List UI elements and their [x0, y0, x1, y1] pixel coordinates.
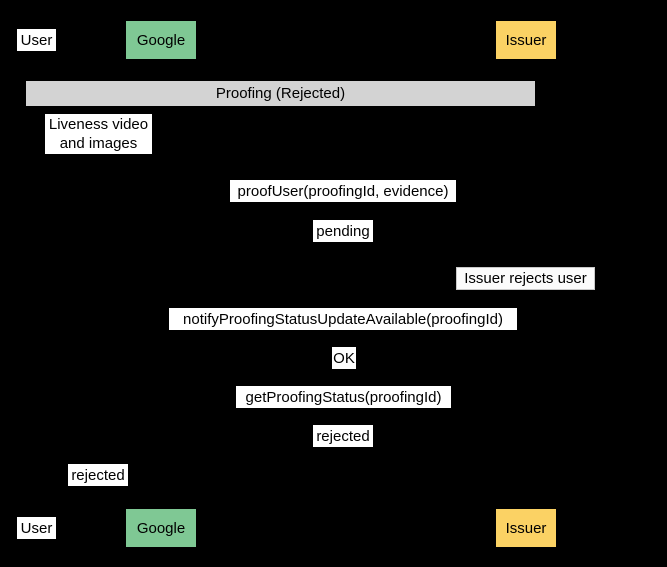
message-label-ok: OK: [332, 347, 356, 369]
participant-label: Google: [136, 519, 186, 537]
participant-footer-user[interactable]: User: [17, 517, 56, 539]
message-label-text: proofUser(proofingId, evidence): [237, 182, 449, 200]
participant-footer-issuer[interactable]: Issuer: [496, 509, 556, 547]
participant-label: User: [20, 519, 53, 537]
message-label-rejected-issuer-to-google: rejected: [313, 425, 373, 447]
message-label-text: getProofingStatus(proofingId): [245, 388, 442, 406]
group-bar-label: Proofing (Rejected): [215, 85, 346, 102]
message-label-text: OK: [333, 349, 355, 367]
participant-label: Google: [136, 31, 186, 49]
message-label-pending: pending: [313, 220, 373, 242]
participant-footer-google[interactable]: Google: [126, 509, 196, 547]
message-label-text: rejected: [316, 427, 370, 445]
message-label-line: and images: [59, 135, 138, 152]
message-label-text: notifyProofingStatusUpdateAvailable(proo…: [183, 310, 503, 328]
participant-header-user[interactable]: User: [17, 29, 56, 51]
message-label-text: rejected: [71, 466, 125, 484]
message-label-get-proofing-status: getProofingStatus(proofingId): [236, 386, 451, 408]
message-label-line: Liveness video: [48, 116, 149, 133]
message-label-rejected-google-to-user: rejected: [68, 464, 128, 486]
participant-header-issuer[interactable]: Issuer: [496, 21, 556, 59]
message-label-proof-user: proofUser(proofingId, evidence): [230, 180, 456, 202]
message-label-text: pending: [316, 222, 370, 240]
message-label-text: Issuer rejects user: [464, 270, 587, 287]
message-label-issuer-rejects-user: Issuer rejects user: [456, 267, 595, 290]
message-label-liveness-video-and-images: Liveness video and images: [45, 114, 152, 154]
participant-label: Issuer: [505, 519, 547, 537]
message-label-notify-proofing-status-update-available: notifyProofingStatusUpdateAvailable(proo…: [169, 308, 517, 330]
group-bar-proofing-rejected: Proofing (Rejected): [26, 81, 535, 106]
participant-label: User: [20, 31, 53, 49]
participant-label: Issuer: [505, 31, 547, 49]
participant-header-google[interactable]: Google: [126, 21, 196, 59]
